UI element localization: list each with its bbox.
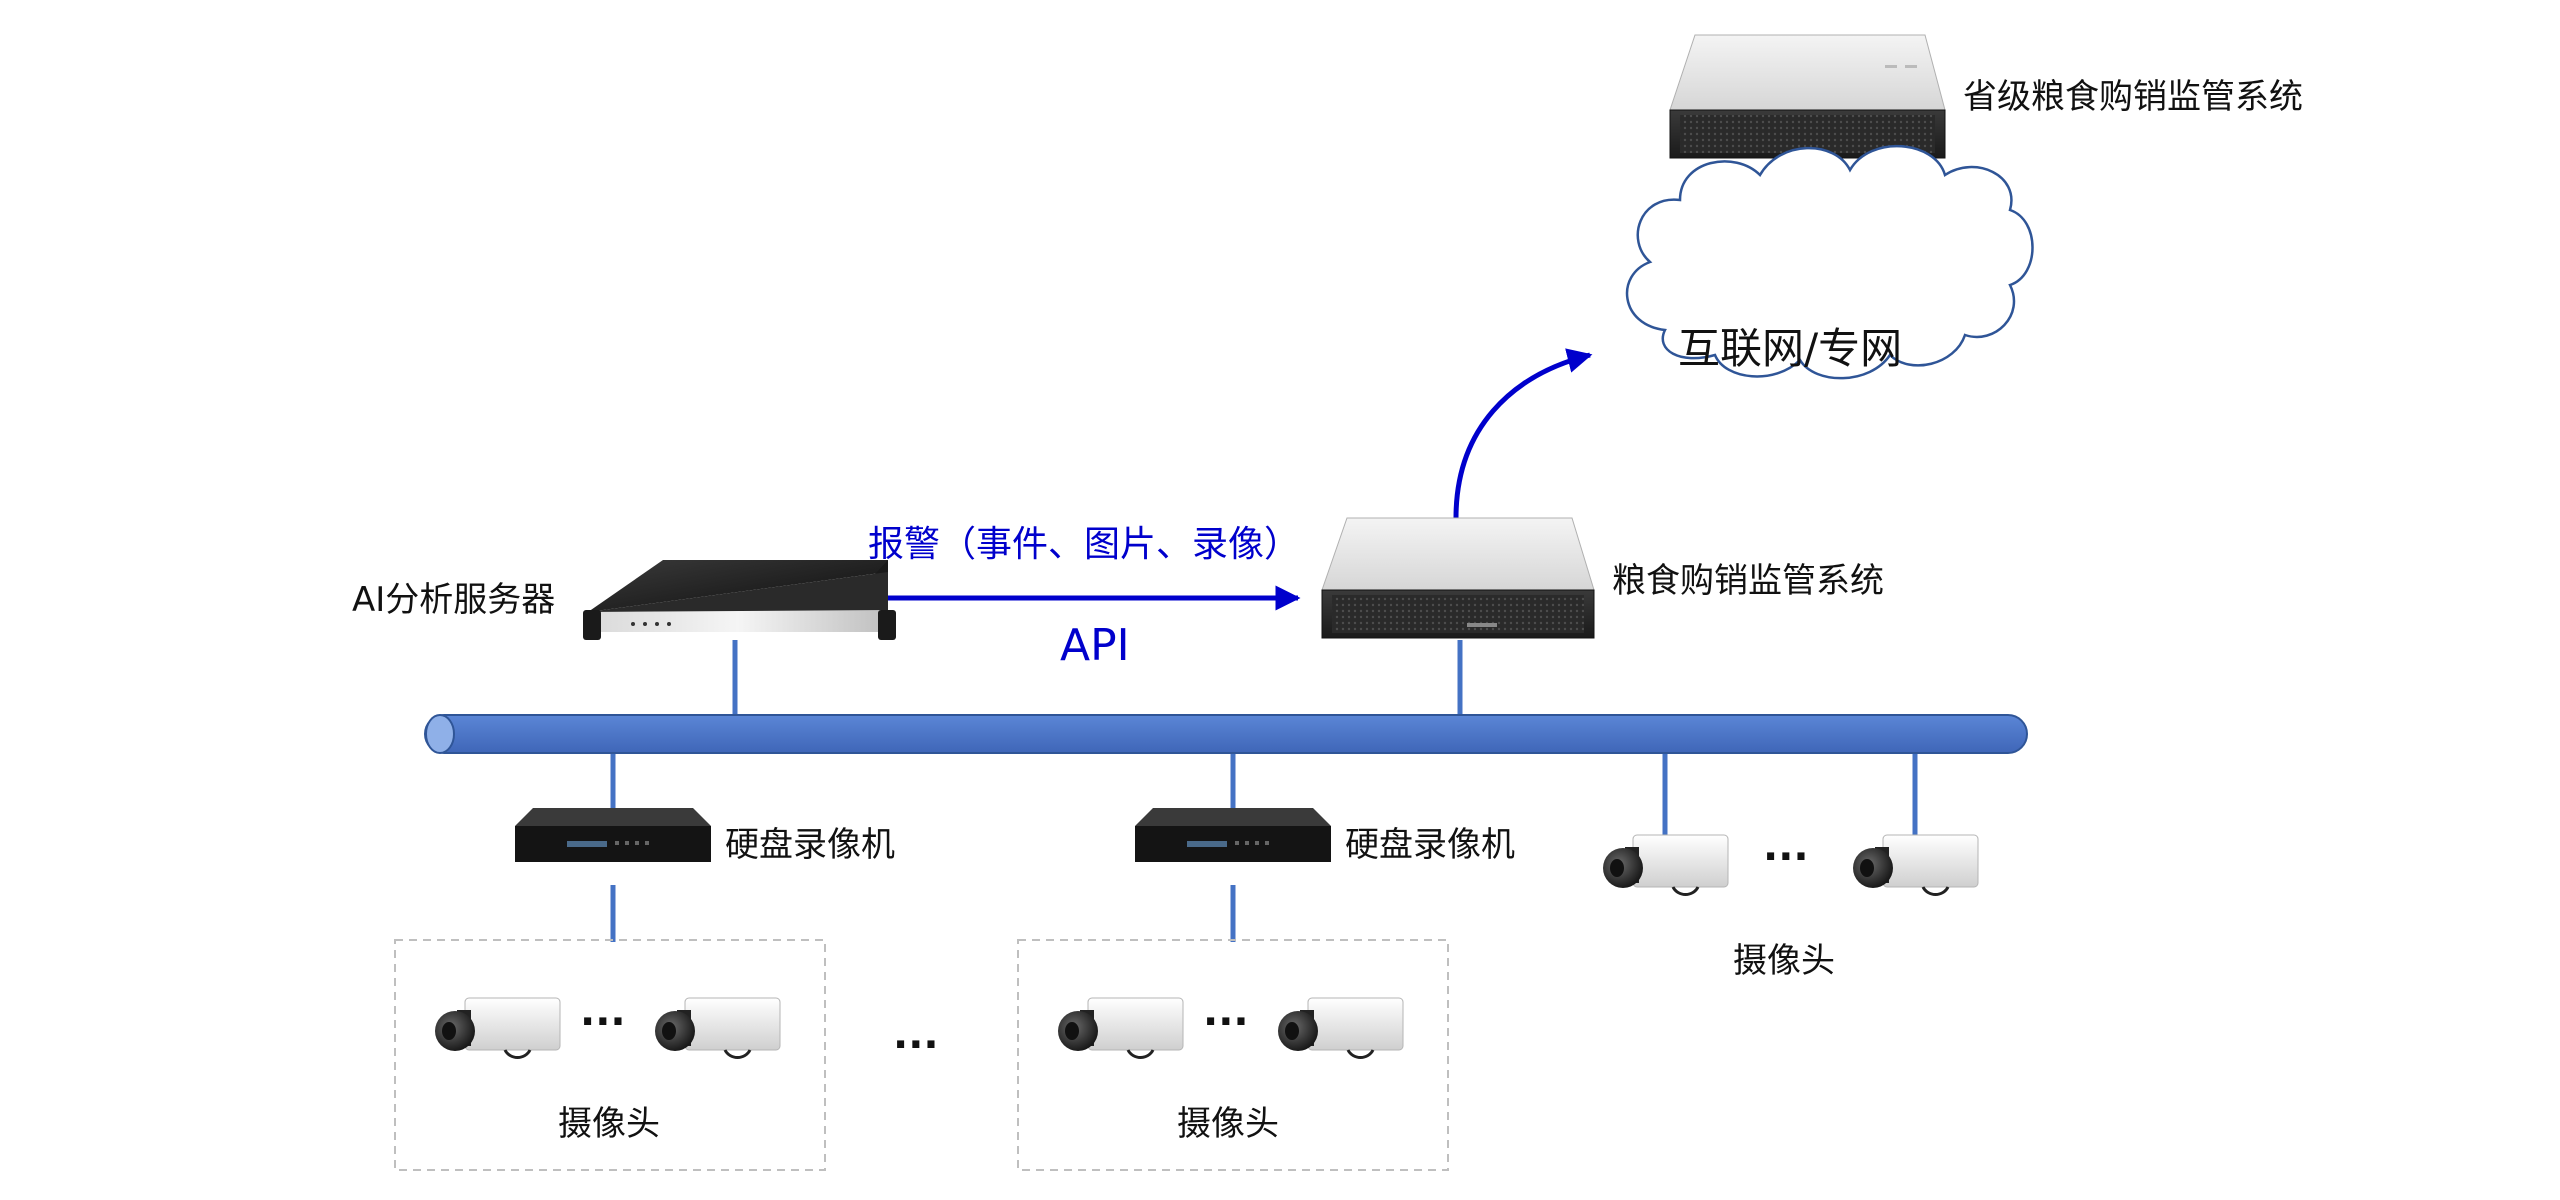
group-ellipsis: ··· [893, 1022, 939, 1068]
grain-server-icon [1321, 517, 1595, 639]
provincial-server-icon [1669, 34, 1946, 159]
camera-icon [1278, 997, 1404, 1059]
camera-icon [435, 997, 561, 1059]
camera-group-box-2 [1017, 939, 1449, 1171]
camera-group2-label: 摄像头 [1177, 1104, 1279, 1144]
camera-ellipsis: ··· [1763, 834, 1809, 880]
camera-group-box-1 [394, 939, 826, 1171]
camera-icon [1603, 834, 1729, 896]
api-label: API [1060, 620, 1130, 671]
camera-ellipsis: ··· [1203, 999, 1249, 1045]
nvr2-label: 硬盘录像机 [1345, 825, 1515, 865]
internet-label: 互联网/专网 [1678, 324, 1902, 373]
ai-server-icon [583, 560, 896, 640]
network-bus [424, 714, 2028, 754]
nvr-icon [1135, 808, 1331, 862]
camera-icon [1058, 997, 1184, 1059]
camera-group3-label: 摄像头 [1733, 941, 1835, 981]
camera-ellipsis: ··· [580, 999, 626, 1045]
camera-icon [1853, 834, 1979, 896]
alarm-label: 报警（事件、图片、录像） [868, 524, 1300, 565]
bus-links [610, 640, 1918, 942]
provincial-system-label: 省级粮食购销监管系统 [1963, 77, 2303, 117]
ai-server-label: AI分析服务器 [352, 580, 555, 620]
camera-group1-label: 摄像头 [558, 1104, 660, 1144]
cloud-icon [1625, 145, 2034, 380]
grain-system-label: 粮食购销监管系统 [1612, 561, 1884, 601]
arrow-grain-to-cloud [1453, 348, 1593, 519]
camera-icon [655, 997, 781, 1059]
nvr-icon [515, 808, 711, 862]
nvr1-label: 硬盘录像机 [725, 825, 895, 865]
